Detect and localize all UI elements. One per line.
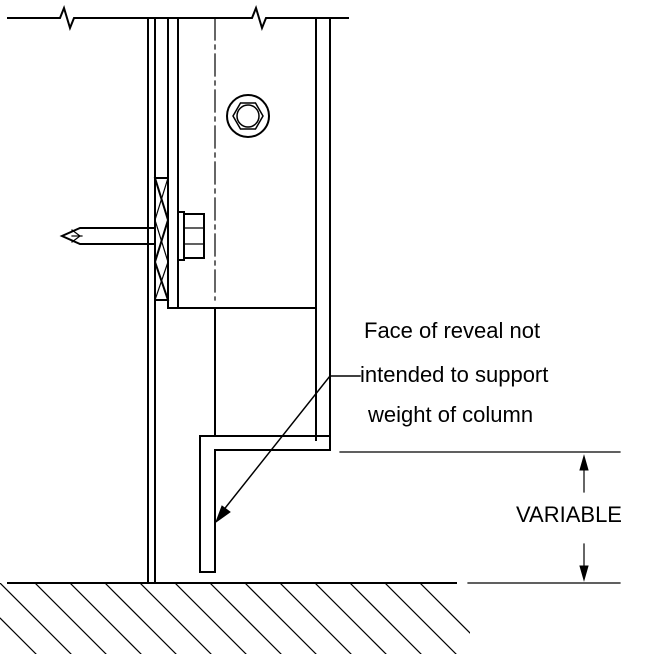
dimension-label: VARIABLE xyxy=(516,502,622,527)
hex-bolt xyxy=(226,94,270,138)
column-flange xyxy=(315,17,331,441)
self-drilling-screw xyxy=(59,211,205,261)
packing-strip xyxy=(153,176,170,302)
annotation-line-2: intended to support xyxy=(360,362,549,387)
leader-arrow xyxy=(214,375,361,524)
floor-slab xyxy=(0,582,470,654)
reveal-channel xyxy=(199,307,331,573)
top-break-line xyxy=(7,4,349,32)
annotation-line-3: weight of column xyxy=(368,402,534,427)
annotation-line-1: Face of reveal not xyxy=(364,318,541,343)
dimension-variable xyxy=(339,451,621,584)
